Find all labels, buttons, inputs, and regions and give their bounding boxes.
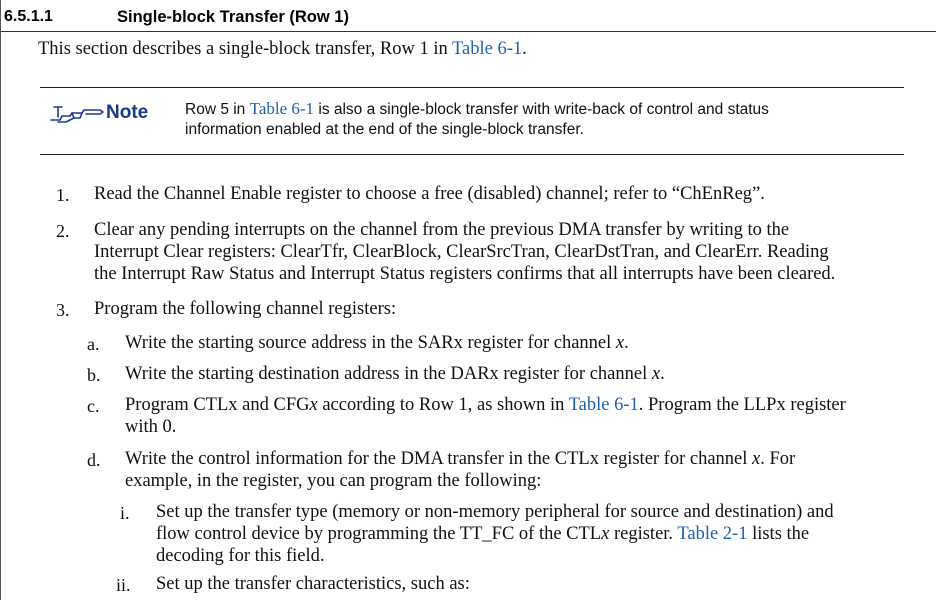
section-number: 6.5.1.1	[4, 8, 53, 25]
substep-d-line-2: example, in the register, you can progra…	[125, 471, 542, 491]
subsubstep-ii-text: Set up the transfer characteristics, suc…	[156, 574, 470, 594]
substep-c-line-2: with 0.	[125, 417, 177, 437]
step-1-number: 1.	[56, 185, 70, 205]
subsubstep-i-line-3: decoding for this field.	[156, 546, 325, 566]
note-text-line-1: Row 5 in Table 6-1 is also a single-bloc…	[185, 99, 769, 118]
substep-c-line-1: Program CTLx and CFGx according to Row 1…	[125, 395, 846, 415]
substep-b-number: b.	[87, 365, 101, 385]
heading-rule	[0, 31, 936, 32]
pointing-hand-icon	[50, 106, 104, 123]
note-table-6-1-link[interactable]: Table 6-1	[249, 99, 315, 118]
table-2-1-link[interactable]: Table 2-1	[677, 524, 748, 544]
subsubstep-i-number: i.	[120, 503, 130, 523]
step-2-number: 2.	[56, 221, 70, 241]
section-heading: 6.5.1.1	[4, 8, 53, 30]
section-title: Single-block Transfer (Row 1)	[117, 8, 349, 26]
note-label-text: Note	[106, 102, 149, 123]
note-bottom-rule	[40, 154, 904, 155]
intro-paragraph: This section describes a single-block tr…	[38, 39, 527, 59]
step-3-text: Program the following channel registers:	[94, 299, 397, 319]
substep-d-number: d.	[87, 450, 101, 470]
step-2-line-1: Clear any pending interrupts on the chan…	[94, 220, 790, 240]
note-label: Note	[48, 101, 148, 125]
step-2-line-2: Interrupt Clear registers: ClearTfr, Cle…	[94, 242, 829, 262]
substep-d-line-1: Write the control information for the DM…	[125, 449, 796, 469]
subsubstep-i-line-1: Set up the transfer type (memory or non-…	[156, 502, 834, 522]
subsubstep-ii-number: ii.	[116, 575, 131, 595]
step-2-line-3: the Interrupt Raw Status and Interrupt S…	[94, 264, 836, 284]
step-1-text: Read the Channel Enable register to choo…	[94, 184, 765, 204]
table-6-1-link[interactable]: Table 6-1	[452, 39, 523, 59]
note-top-rule	[40, 87, 904, 88]
substep-a-text: Write the starting source address in the…	[125, 333, 629, 353]
substep-c-number: c.	[87, 396, 100, 416]
page-left-border	[0, 0, 1, 600]
step-3-number: 3.	[56, 300, 70, 320]
substep-b-text: Write the starting destination address i…	[125, 364, 665, 384]
substep-a-number: a.	[87, 334, 100, 354]
note-text-line-2: information enabled at the end of the si…	[185, 121, 584, 138]
subsubstep-i-line-2: flow control device by programming the T…	[156, 524, 810, 544]
substep-c-table-6-1-link[interactable]: Table 6-1	[568, 395, 639, 415]
